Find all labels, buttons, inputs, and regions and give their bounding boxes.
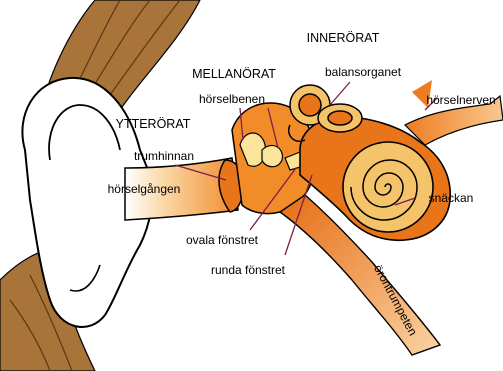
oval-window-label: ovala fönstret [186,233,259,247]
auditory-nerve-label: hörselnerven [426,93,495,107]
cochlea-label: snäckan [429,191,474,205]
ear-canal-label: hörselgången [108,182,181,196]
eardrum-label: trumhinnan [134,149,194,163]
round-window-label: runda fönstret [211,263,286,277]
ossicles-label: hörselbenen [199,92,265,106]
outer-ear-heading: YTTERÖRAT [116,117,191,131]
cochlea-shape [343,142,433,232]
vestibular-organ-label: balansorganet [325,65,402,79]
inner-ear-heading: INNERÖRAT [307,31,380,45]
middle-ear-heading: MELLANÖRAT [192,67,276,81]
